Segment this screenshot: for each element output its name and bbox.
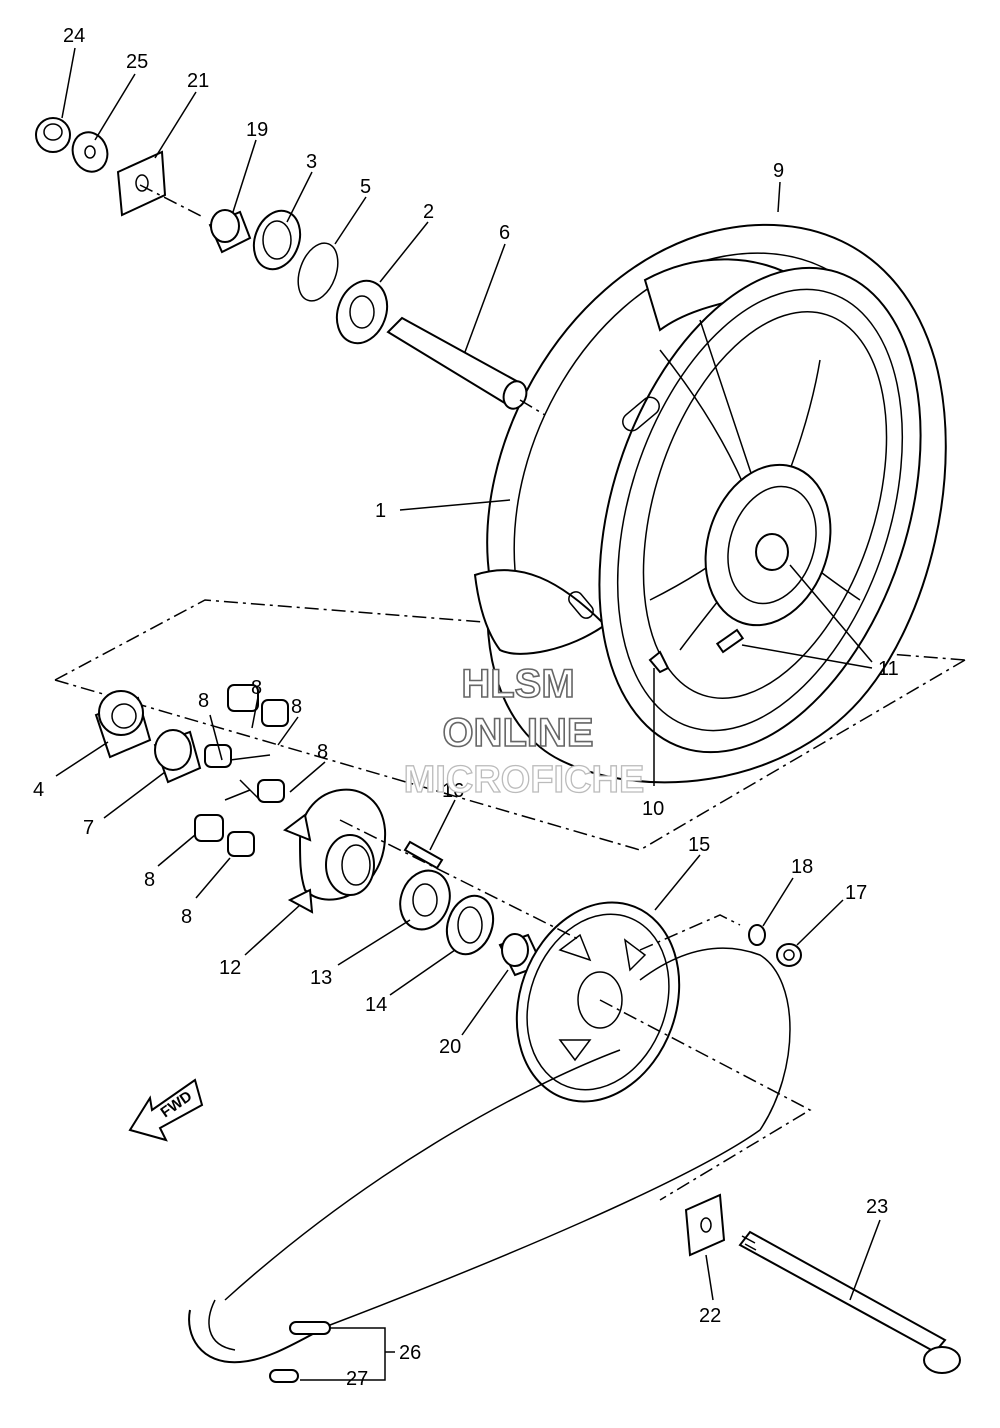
callout-22: 22 xyxy=(699,1305,721,1327)
part-19-collar xyxy=(208,209,252,254)
part-14-oil-seal xyxy=(445,894,495,956)
callout-18: 18 xyxy=(791,856,813,878)
part-3-oil-seal xyxy=(252,209,302,271)
callout-23: 23 xyxy=(866,1196,888,1218)
callout-24: 24 xyxy=(63,25,85,47)
callout-8-d: 8 xyxy=(317,741,328,763)
callout-8-e: 8 xyxy=(144,869,155,891)
part-5-circlip xyxy=(297,242,339,302)
watermark-line-1: HLSM xyxy=(461,662,574,706)
callout-13: 13 xyxy=(310,967,332,989)
callout-8-f: 8 xyxy=(181,906,192,928)
callout-1: 1 xyxy=(375,500,386,522)
part-23-rear-axle xyxy=(738,1230,961,1374)
callout-25: 25 xyxy=(126,51,148,73)
callout-27: 27 xyxy=(346,1368,368,1390)
callout-21: 21 xyxy=(187,70,209,92)
callout-7: 7 xyxy=(83,817,94,839)
callout-11: 11 xyxy=(878,658,899,680)
rear-wheel-tire xyxy=(473,223,947,784)
callout-3: 3 xyxy=(306,151,317,173)
part-16-stud xyxy=(403,840,444,870)
callout-8-b: 8 xyxy=(251,677,262,699)
callout-20: 20 xyxy=(439,1036,461,1058)
callout-16: 16 xyxy=(442,780,464,802)
watermark-line-3: MICROFICHE xyxy=(404,759,645,801)
callout-17: 17 xyxy=(845,882,867,904)
part-21-plate xyxy=(116,150,167,217)
part-6-spacer xyxy=(386,316,528,410)
leader-lines xyxy=(55,47,881,1381)
callout-8-c: 8 xyxy=(291,696,302,718)
callout-4: 4 xyxy=(33,779,44,801)
part-7-collar xyxy=(153,729,202,784)
watermark-line-2: ONLINE xyxy=(442,711,593,755)
part-27-master-link xyxy=(269,1369,299,1383)
part-22-adjuster-plate xyxy=(684,1193,726,1257)
callout-26: 26 xyxy=(399,1342,421,1364)
part-18-washer xyxy=(748,924,766,946)
watermark: HLSM ONLINE MICROFICHE xyxy=(403,661,645,801)
callout-10: 10 xyxy=(642,798,664,820)
callout-15: 15 xyxy=(688,834,710,856)
part-26-drive-chain xyxy=(188,947,791,1364)
callout-9: 9 xyxy=(773,160,784,182)
part-25-washer xyxy=(71,131,109,173)
callout-12: 12 xyxy=(219,957,241,979)
callout-2: 2 xyxy=(423,201,434,223)
part-12-clutch-hub xyxy=(282,788,387,914)
callout-numbers: 24 25 21 19 3 5 2 6 9 1 11 10 4 7 8 8 8 … xyxy=(33,25,899,1390)
callout-8-a: 8 xyxy=(198,690,209,712)
fwd-arrow-icon: FWD xyxy=(128,1078,204,1142)
part-4-bearing xyxy=(94,690,152,759)
part-17-nut xyxy=(776,943,802,967)
part-2-bearing xyxy=(335,279,389,345)
part-15-sprocket xyxy=(515,901,681,1103)
part-8-dampers xyxy=(194,684,289,857)
callout-14: 14 xyxy=(365,994,387,1016)
part-13-bearing xyxy=(399,869,451,931)
part-24-nut xyxy=(35,117,71,153)
callout-19: 19 xyxy=(246,119,268,141)
callout-5: 5 xyxy=(360,176,371,198)
callout-6: 6 xyxy=(499,222,510,244)
